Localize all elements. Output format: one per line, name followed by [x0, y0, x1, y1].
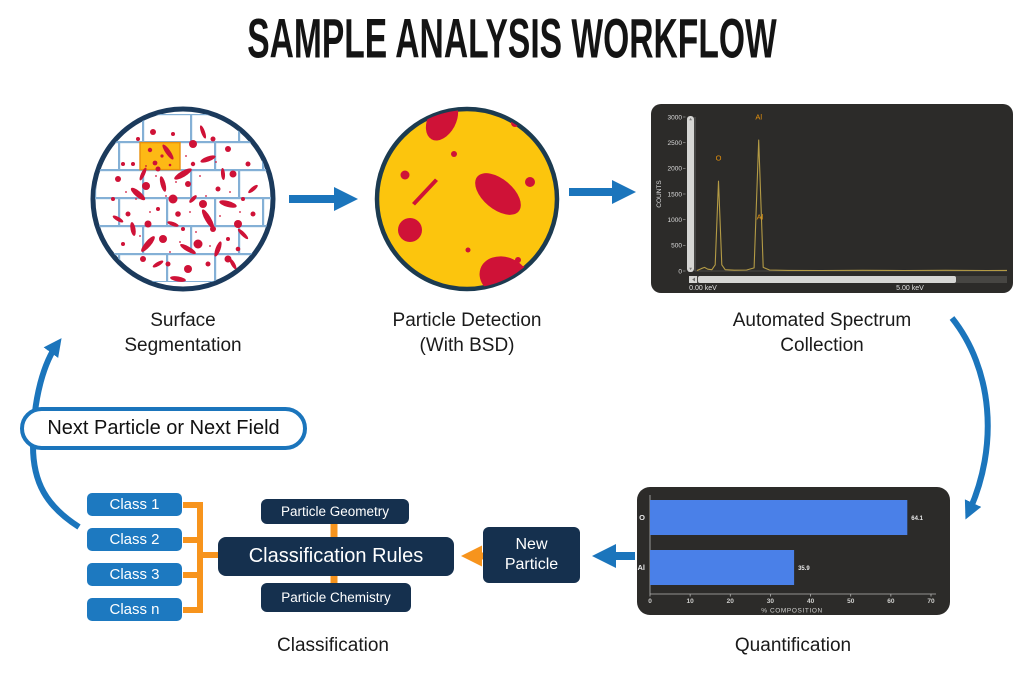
svg-text:2500: 2500 — [668, 140, 683, 147]
svg-text:% COMPOSITION: % COMPOSITION — [761, 608, 823, 615]
svg-text:64.1: 64.1 — [911, 516, 923, 522]
segmentation-particles — [111, 125, 258, 282]
svg-text:Al: Al — [757, 213, 764, 222]
svg-text:50: 50 — [847, 598, 855, 605]
class-1-box: Class 1 — [87, 493, 182, 516]
spectrum-chart: COUNTS 300025002000150010005000OAlAl0.00… — [656, 113, 1008, 292]
composition-bar-chart: 64.1 O 35.9 Al 0 10 20 30 40 50 60 70 % COMPOSITION — [638, 495, 936, 615]
segmentation-speckles — [125, 155, 241, 253]
svg-text:5.00 keV: 5.00 keV — [896, 285, 924, 292]
loop-pill: Next Particle or Next Field — [20, 407, 307, 450]
svg-text:2000: 2000 — [668, 166, 683, 173]
class-bracket-connector — [183, 502, 218, 613]
class-n-box: Class n — [87, 598, 182, 621]
svg-text:Al: Al — [755, 113, 762, 122]
svg-text:Al: Al — [638, 563, 646, 572]
arrow-spectrum-to-quantification — [949, 316, 991, 520]
label-surface-segmentation: Surface Segmentation — [124, 310, 242, 357]
label-particle-detection: Particle Detection (With BSD) — [392, 310, 542, 357]
svg-text:500: 500 — [671, 243, 682, 250]
scroll-down-icon[interactable] — [689, 267, 692, 271]
quantification-panel: 64.1 O 35.9 Al 0 10 20 30 40 50 60 70 % COMPOSITION — [637, 487, 950, 615]
svg-text:0: 0 — [648, 598, 652, 605]
svg-text:0: 0 — [678, 268, 682, 275]
scroll-left-icon — [692, 277, 695, 282]
svg-text:3000: 3000 — [668, 114, 683, 121]
surface-segmentation-illustration — [90, 106, 276, 292]
svg-text:35.9: 35.9 — [798, 566, 810, 572]
particle-detection-illustration — [374, 106, 560, 292]
svg-text:70: 70 — [927, 598, 935, 605]
particle-geometry-box: Particle Geometry — [261, 499, 409, 524]
spectrum-hscroll-thumb[interactable] — [698, 276, 956, 283]
svg-text:O: O — [716, 154, 722, 163]
particle-chemistry-box: Particle Chemistry — [261, 583, 411, 612]
spectrum-y-axis-label: COUNTS — [656, 180, 663, 208]
classification-rules-box: Classification Rules — [218, 537, 454, 576]
svg-text:40: 40 — [807, 598, 815, 605]
page-title: SAMPLE ANALYSIS WORKFLOW — [247, 7, 777, 70]
spectrum-vertical-scrollbar[interactable] — [687, 116, 694, 272]
class-3-box: Class 3 — [87, 563, 182, 586]
svg-text:1500: 1500 — [668, 191, 683, 198]
svg-text:60: 60 — [887, 598, 895, 605]
svg-text:10: 10 — [687, 598, 695, 605]
class-2-box: Class 2 — [87, 528, 182, 551]
svg-text:1000: 1000 — [668, 217, 683, 224]
scroll-up-icon[interactable] — [689, 117, 692, 121]
label-spectrum-collection: Automated Spectrum Collection — [732, 310, 912, 357]
new-particle-box: New Particle — [483, 527, 580, 583]
detection-circle — [374, 106, 560, 292]
svg-text:20: 20 — [727, 598, 735, 605]
svg-text:0.00 keV: 0.00 keV — [689, 285, 717, 292]
svg-text:30: 30 — [767, 598, 775, 605]
label-quantification: Quantification — [734, 635, 852, 656]
label-classification: Classification — [277, 635, 389, 656]
composition-bars-group: 64.1 O 35.9 Al 0 10 20 30 40 50 60 70 % COMPOSITION — [638, 495, 936, 615]
svg-text:O: O — [639, 513, 645, 522]
